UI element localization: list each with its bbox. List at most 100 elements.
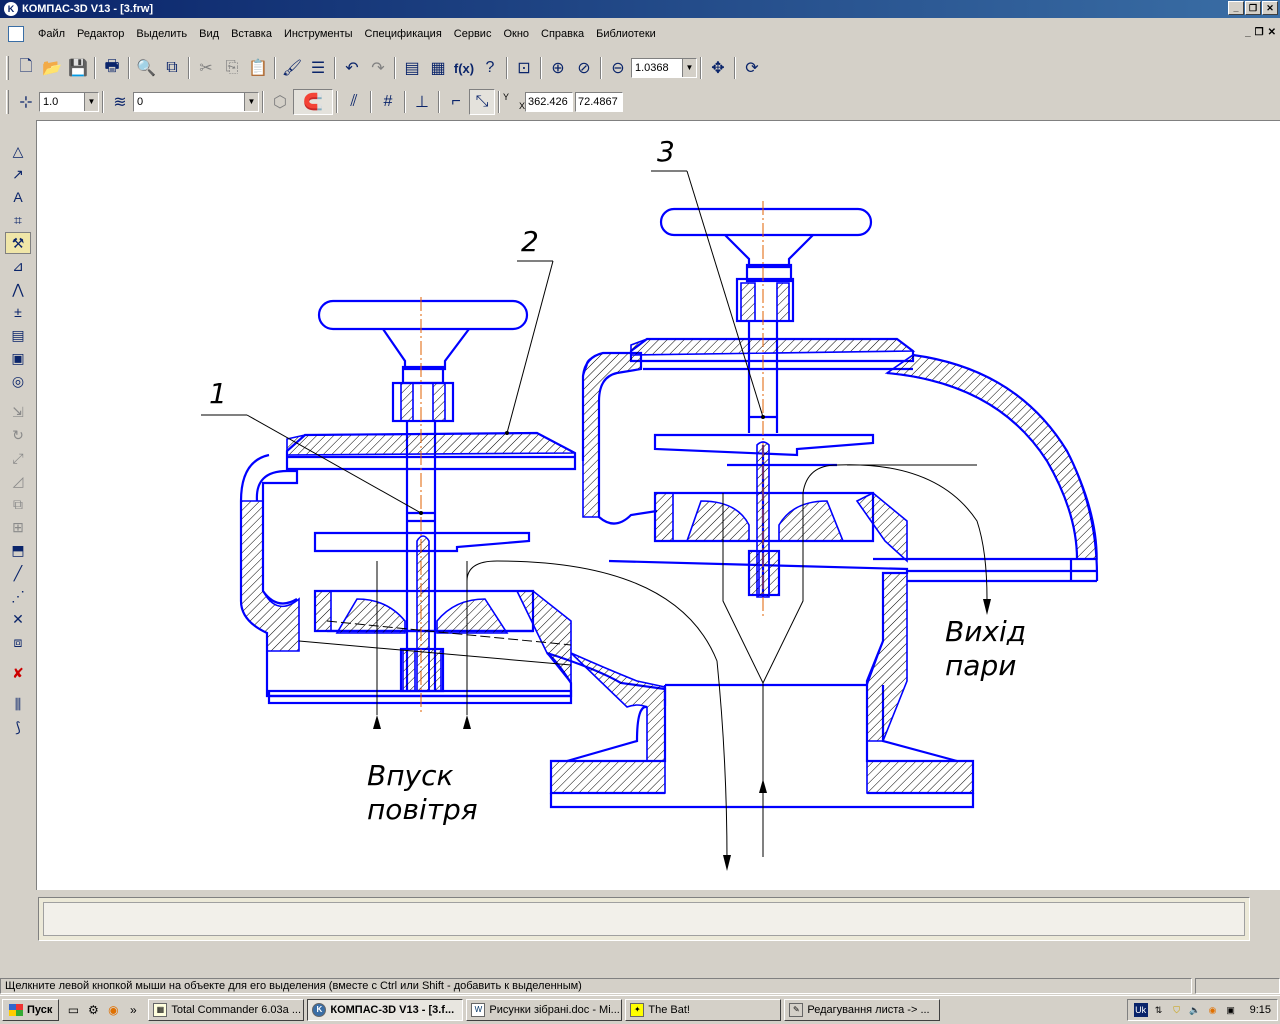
doc-restore-button[interactable]: ❐	[1254, 27, 1264, 38]
library-manager-button[interactable]: ▤	[399, 55, 425, 81]
task-word[interactable]: W Рисунки зібрані.doc - Mi...	[466, 999, 623, 1021]
pan-button[interactable]: ✥	[705, 55, 731, 81]
task-the-bat[interactable]: ✦ The Bat!	[625, 999, 782, 1021]
menu-file[interactable]: Файл	[38, 28, 66, 40]
volume-icon[interactable]: 🔈	[1188, 1005, 1201, 1015]
align-tool[interactable]: ⫼	[5, 693, 31, 715]
measure-tool[interactable]: ⊿	[5, 255, 31, 277]
network-icon[interactable]: ⚙	[87, 1003, 99, 1017]
doc-minimize-button[interactable]: _	[1245, 27, 1251, 38]
cursor-step-button[interactable]: ⊹	[13, 89, 39, 115]
undo-button[interactable]: ↶	[339, 55, 365, 81]
show-desktop-icon[interactable]: ▭	[67, 1003, 80, 1017]
copy-button[interactable]: ⎘	[219, 55, 245, 81]
copy-tool[interactable]: ⧉	[5, 493, 31, 515]
print-button[interactable]: 🖶	[99, 55, 125, 81]
snap-button[interactable]: 🧲	[293, 89, 333, 115]
deform-tool[interactable]: ⬒	[5, 539, 31, 561]
formula-button[interactable]: f(x)	[451, 55, 477, 81]
reports-tool[interactable]: ▤	[5, 324, 31, 346]
toolbar-grip[interactable]	[6, 90, 9, 114]
layer-select[interactable]: 0 ▼	[133, 92, 259, 112]
local-cs-button[interactable]: ⊥	[409, 89, 435, 115]
menu-specification[interactable]: Спецификация	[364, 28, 442, 40]
symmetry-tool[interactable]: ◿	[5, 470, 31, 492]
move-tool[interactable]: ⇲	[5, 401, 31, 423]
toolbar-grip[interactable]	[6, 56, 9, 80]
zoom-window-button[interactable]: ⊡	[511, 55, 537, 81]
array-tool[interactable]: ⊞	[5, 516, 31, 538]
fragment-tool[interactable]: ◎	[5, 370, 31, 392]
help-pointer-button[interactable]: ?	[477, 55, 503, 81]
menu-libraries[interactable]: Библиотеки	[596, 28, 656, 40]
zoom-dynamic-button[interactable]: ⊘	[571, 55, 597, 81]
print-preview-button[interactable]: 🔍	[133, 55, 159, 81]
minimize-button[interactable]: _	[1228, 1, 1244, 15]
restore-button[interactable]: ❐	[1245, 1, 1261, 15]
coord-x-field[interactable]	[525, 92, 573, 112]
chevron-down-icon[interactable]: ▼	[244, 93, 258, 111]
step-select[interactable]: 1.0 ▼	[39, 92, 99, 112]
local-snap-button[interactable]: ⫽	[341, 89, 367, 115]
ortho-button[interactable]: ⌐	[443, 89, 469, 115]
task-edit-letter[interactable]: ✎ Редагування листа -> ...	[784, 999, 941, 1021]
document-icon[interactable]	[8, 26, 24, 42]
scale-tool[interactable]: ⤢	[5, 447, 31, 469]
start-button[interactable]: Пуск	[2, 999, 60, 1021]
antivirus-icon[interactable]: ◉	[1208, 1005, 1217, 1015]
coord-y-field[interactable]	[575, 92, 623, 112]
new-document-button[interactable]: 🗋	[13, 55, 39, 81]
task-total-commander[interactable]: ▦ Total Commander 6.03a ...	[148, 999, 305, 1021]
cut-button[interactable]: ✂	[193, 55, 219, 81]
redo-button[interactable]: ↷	[365, 55, 391, 81]
menu-select[interactable]: Выделить	[136, 28, 188, 40]
menu-help[interactable]: Справка	[541, 28, 585, 40]
avast-icon[interactable]: ◉	[108, 1003, 119, 1017]
menu-insert[interactable]: Вставка	[231, 28, 272, 40]
grid-button[interactable]: #	[375, 89, 401, 115]
doc-close-button[interactable]: ✕	[1267, 27, 1276, 38]
refresh-button[interactable]: ⟳	[739, 55, 765, 81]
geometry-tool[interactable]: △	[5, 140, 31, 162]
break-tool[interactable]: ✕	[5, 608, 31, 630]
menu-tools[interactable]: Инструменты	[283, 28, 353, 40]
zoom-in-button[interactable]: ⊕	[545, 55, 571, 81]
copy-properties-button[interactable]: 🖌	[279, 55, 305, 81]
parametrization-tool[interactable]: ⚒	[5, 232, 31, 254]
property-panel-body[interactable]	[43, 902, 1245, 936]
close-button[interactable]: ✕	[1262, 1, 1278, 15]
clip-tool[interactable]: ⧈	[5, 631, 31, 653]
chevron-down-icon[interactable]: ▼	[682, 59, 696, 77]
delete-tool[interactable]: ✘	[5, 662, 31, 684]
drawing-canvas[interactable]: 1 2 3 Впуск повітря Вихід пари	[36, 120, 1280, 890]
language-indicator[interactable]: Uk	[1133, 1003, 1148, 1017]
edit-tool[interactable]: ⌗	[5, 209, 31, 231]
task-kompas[interactable]: K КОМПАС-3D V13 - [3.f...	[307, 999, 464, 1021]
menu-view[interactable]: Вид	[199, 28, 220, 40]
save-button[interactable]: 💾	[65, 55, 91, 81]
round-button[interactable]: ⤡	[469, 89, 495, 115]
rotate-tool[interactable]: ↻	[5, 424, 31, 446]
view-properties-button[interactable]: ⬡	[267, 89, 293, 115]
chevron-down-icon[interactable]: ▼	[84, 93, 98, 111]
open-button[interactable]: 📂	[39, 55, 65, 81]
notation-tool[interactable]: A	[5, 186, 31, 208]
menu-editor[interactable]: Редактор	[77, 28, 125, 40]
document-manager-button[interactable]: ⧉	[159, 55, 185, 81]
zoom-scale-button[interactable]: ⊖	[605, 55, 631, 81]
display-icon[interactable]: ▣	[1226, 1005, 1235, 1015]
chevron-right-icon[interactable]: »	[130, 1003, 137, 1017]
spec-tool[interactable]: ±	[5, 301, 31, 323]
title-bar[interactable]: K КОМПАС-3D V13 - [3.frw] _ ❐ ✕	[0, 0, 1280, 18]
curve-tool[interactable]: ⟆	[5, 716, 31, 738]
trim-tool[interactable]: ╱	[5, 562, 31, 584]
network-tray-icon[interactable]: ⇅	[1154, 1005, 1163, 1015]
dimensions-tool[interactable]: ↗	[5, 163, 31, 185]
insert-tool[interactable]: ▣	[5, 347, 31, 369]
variables-button[interactable]: ▦	[425, 55, 451, 81]
properties-button[interactable]: ☰	[305, 55, 331, 81]
trim-two-tool[interactable]: ⋰	[5, 585, 31, 607]
menu-service[interactable]: Сервис	[453, 28, 492, 40]
select-tool[interactable]: ⋀	[5, 278, 31, 300]
zoom-select[interactable]: 1.0368 ▼	[631, 58, 697, 78]
